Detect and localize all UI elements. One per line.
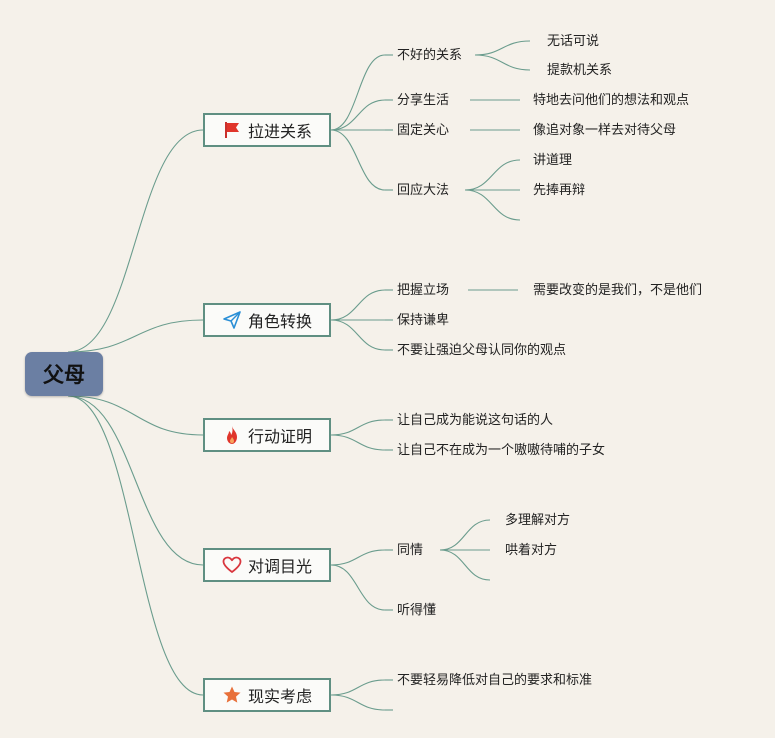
branch-node-3[interactable]: 对调目光 <box>203 548 331 582</box>
item-1-0[interactable]: 把握立场 <box>397 283 450 298</box>
item-0-3-0[interactable]: 讲道理 <box>533 153 573 168</box>
branch-node-2[interactable]: 行动证明 <box>203 418 331 452</box>
item-0-0-0[interactable]: 无话可说 <box>547 34 600 49</box>
b2-link-0 <box>330 419 386 436</box>
item-0-3-1[interactable]: 先捧再辩 <box>533 183 586 198</box>
item-0-1-0[interactable]: 特地去问他们的想法和观点 <box>533 93 690 108</box>
b3-link-1 <box>330 564 386 611</box>
root-link-4 <box>67 395 204 696</box>
item-3-0-0[interactable]: 多理解对方 <box>505 513 571 528</box>
heart-icon <box>222 556 242 573</box>
branch-node-1[interactable]: 角色转换 <box>203 303 331 337</box>
b1-link-2 <box>330 319 386 351</box>
item-3-0-1[interactable]: 哄着对方 <box>505 543 558 558</box>
root-link-3 <box>67 395 204 566</box>
branch-label: 对调目光 <box>247 557 312 576</box>
item-0-2[interactable]: 固定关心 <box>397 123 450 138</box>
b1-link-0 <box>330 289 386 321</box>
item-2-0[interactable]: 让自己成为能说这句话的人 <box>397 413 554 428</box>
branch-label: 现实考虑 <box>247 687 312 706</box>
item-3-1[interactable]: 听得懂 <box>397 603 437 618</box>
branch-label: 拉进关系 <box>247 122 312 141</box>
b0-link-1 <box>330 99 386 131</box>
branch-label: 行动证明 <box>247 427 312 446</box>
item-1-0-0[interactable]: 需要改变的是我们，不是他们 <box>533 283 703 298</box>
root-link-1 <box>67 319 204 353</box>
item-0-0[interactable]: 不好的关系 <box>397 48 463 63</box>
item-1-1[interactable]: 保持谦卑 <box>397 313 450 328</box>
root-link-2 <box>67 395 204 436</box>
b0-link-3 <box>330 129 386 191</box>
b4-link-1 <box>330 694 386 711</box>
branch-node-0[interactable]: 拉进关系 <box>203 113 331 147</box>
root-label: 父母 <box>43 363 85 387</box>
item-0-1[interactable]: 分享生活 <box>397 93 450 108</box>
b3-0-c0 <box>439 519 491 551</box>
item-0-3[interactable]: 回应大法 <box>397 183 450 198</box>
branch-node-4[interactable]: 现实考虑 <box>203 678 331 712</box>
b0-3-c0 <box>464 159 521 191</box>
b4-link-0 <box>330 679 386 696</box>
fire-icon <box>226 426 237 444</box>
item-3-0[interactable]: 同情 <box>397 543 424 558</box>
item-0-2-0[interactable]: 像追对象一样去对待父母 <box>533 123 677 138</box>
star-icon <box>223 686 241 703</box>
branch-label: 角色转换 <box>247 312 312 331</box>
item-4-0[interactable]: 不要轻易降低对自己的要求和标准 <box>397 673 593 688</box>
b0-0-c0 <box>474 40 531 56</box>
b3-0-c2 <box>439 549 491 581</box>
root-node[interactable]: 父母 <box>25 352 103 396</box>
b2-link-1 <box>330 434 386 451</box>
b0-0-c1 <box>474 54 531 71</box>
item-1-2[interactable]: 不要让强迫父母认同你的观点 <box>397 343 567 358</box>
paper-plane-icon <box>223 311 241 329</box>
item-0-0-1[interactable]: 提款机关系 <box>547 63 613 78</box>
item-2-1[interactable]: 让自己不在成为一个嗷嗷待哺的子女 <box>397 443 606 458</box>
root-link-0 <box>67 129 204 353</box>
b0-3-c2 <box>464 189 521 221</box>
red-flag-icon <box>224 122 239 138</box>
b0-link-0 <box>330 54 386 131</box>
b3-link-0 <box>330 549 386 566</box>
